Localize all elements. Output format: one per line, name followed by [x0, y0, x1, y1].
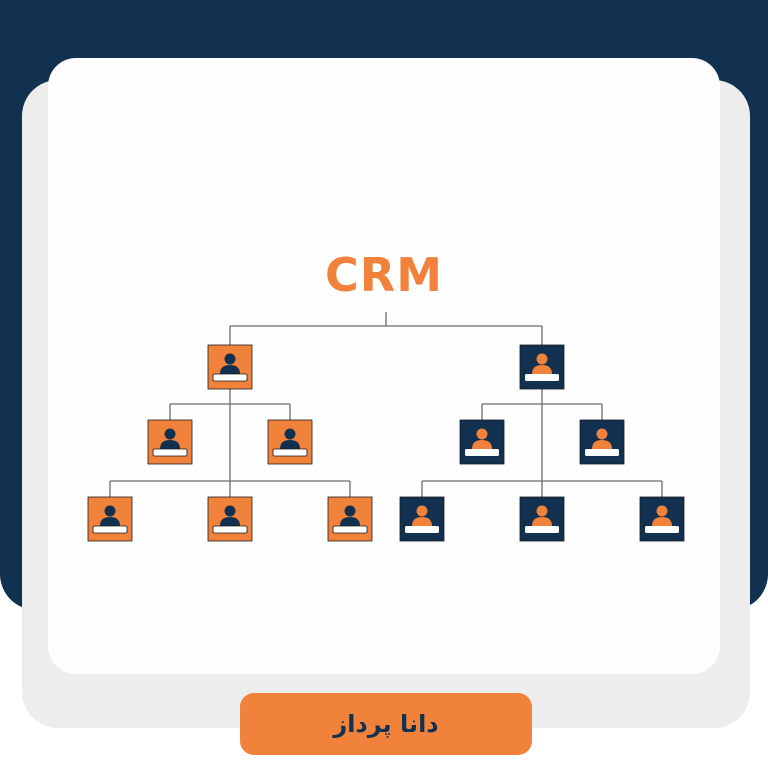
name-plate [645, 526, 679, 533]
name-plate [525, 526, 559, 533]
name-plate [332, 525, 368, 534]
person-icon-body [340, 517, 360, 526]
person-icon [536, 505, 548, 517]
person-icon-body [412, 517, 432, 526]
person-icon-body [160, 440, 180, 449]
person-icon [476, 428, 488, 440]
brand-label: دانا پرداز [333, 710, 439, 738]
person-icon [344, 505, 356, 517]
person-icon [416, 505, 428, 517]
person-icon-body [532, 517, 552, 526]
name-plate [585, 449, 619, 456]
name-plate [405, 526, 439, 533]
person-icon [224, 353, 236, 365]
name-plate [212, 373, 248, 382]
content-card [48, 58, 720, 674]
name-plate [92, 525, 128, 534]
person-icon [284, 428, 296, 440]
person-icon-body [100, 517, 120, 526]
name-plate [272, 448, 308, 457]
person-icon [536, 353, 548, 365]
person-icon [596, 428, 608, 440]
org-node-right [399, 496, 445, 542]
brand-badge[interactable]: دانا پرداز [240, 693, 532, 755]
person-icon-body [220, 365, 240, 374]
person-icon-body [532, 365, 552, 374]
person-icon-body [652, 517, 672, 526]
person-icon-body [280, 440, 300, 449]
person-icon [164, 428, 176, 440]
name-plate [525, 374, 559, 381]
person-icon-body [220, 517, 240, 526]
diagram-title: CRM [325, 248, 443, 302]
name-plate [465, 449, 499, 456]
person-icon-body [592, 440, 612, 449]
name-plate [152, 448, 188, 457]
person-icon-body [472, 440, 492, 449]
person-icon [104, 505, 116, 517]
org-node-right [519, 344, 565, 390]
person-icon [656, 505, 668, 517]
person-icon [224, 505, 236, 517]
name-plate [212, 525, 248, 534]
